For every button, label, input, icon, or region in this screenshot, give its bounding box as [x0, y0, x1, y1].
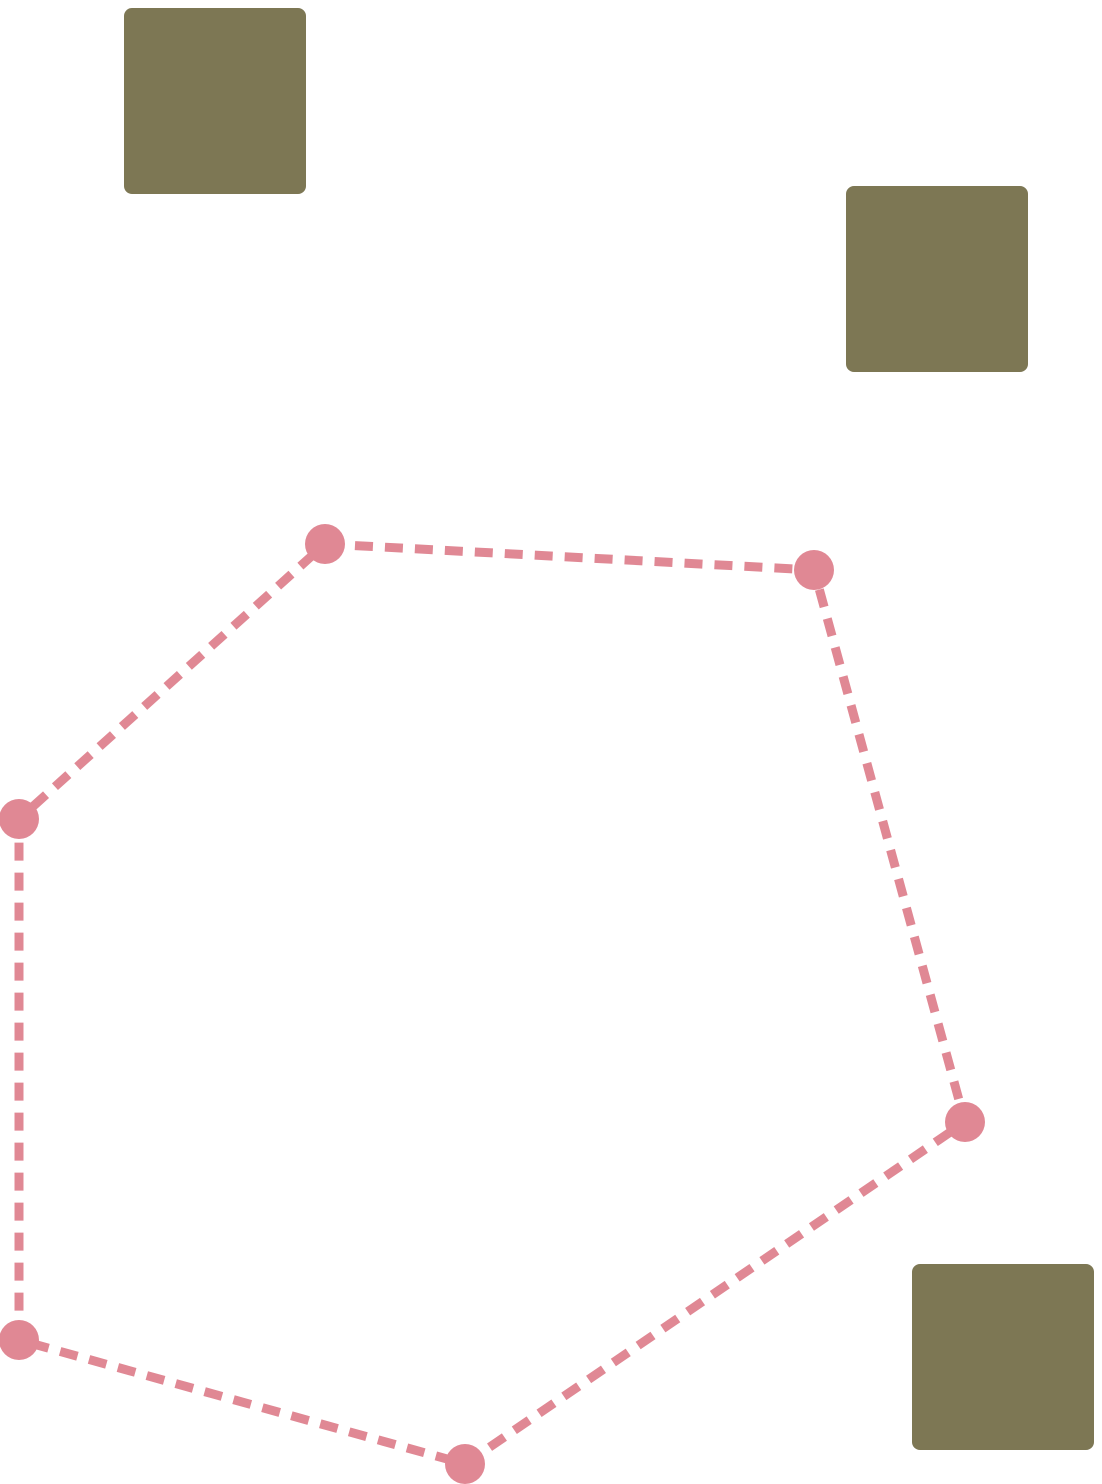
polygon-outline	[14, 539, 971, 1469]
vertex-right	[945, 1102, 985, 1142]
squares-layer	[124, 8, 1094, 1450]
vertex-bottom-left	[0, 1320, 39, 1360]
square-top-left	[124, 8, 306, 194]
square-bottom-right	[912, 1264, 1094, 1450]
vertex-top-right	[794, 550, 834, 590]
polygon-vertices	[0, 524, 985, 1484]
dashed-polygon	[14, 539, 971, 1469]
vertex-bottom	[445, 1444, 485, 1484]
vertex-top-left	[305, 524, 345, 564]
square-right	[846, 186, 1028, 372]
vertex-left	[0, 799, 39, 839]
